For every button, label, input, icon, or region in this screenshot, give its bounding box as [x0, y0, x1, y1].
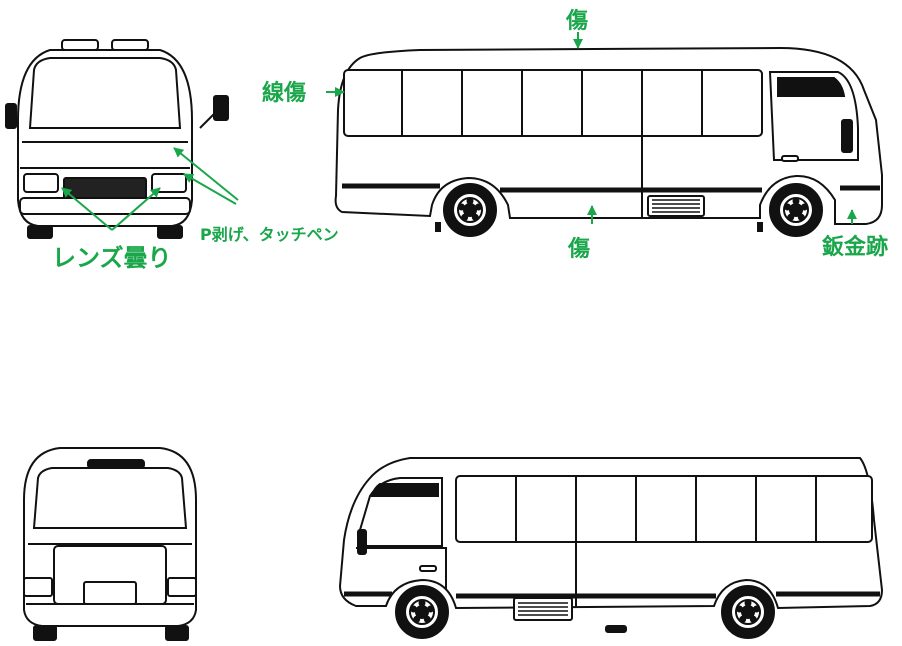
- lens-fog-arrow-2: [111, 187, 161, 231]
- left-side-view: [334, 46, 883, 237]
- sheet-metal-label: 鈑金跡: [822, 234, 888, 260]
- bottom-damage-label: 傷: [567, 236, 590, 262]
- right-side-view: [338, 457, 884, 639]
- p-peel-arrow-2: [183, 173, 237, 205]
- annotations: [61, 32, 857, 231]
- p-peel-label: P剥げ、タッチペン: [200, 225, 339, 244]
- top-damage-label: 傷: [565, 8, 588, 34]
- rear-view: [23, 447, 197, 641]
- lens-fog-arrow-1: [61, 187, 113, 231]
- line-damage-label: 線傷: [262, 80, 306, 106]
- p-peel-arrow-1: [173, 147, 239, 201]
- lens-fog-label: レンズ曇り: [52, 244, 172, 272]
- front-view: [5, 39, 229, 239]
